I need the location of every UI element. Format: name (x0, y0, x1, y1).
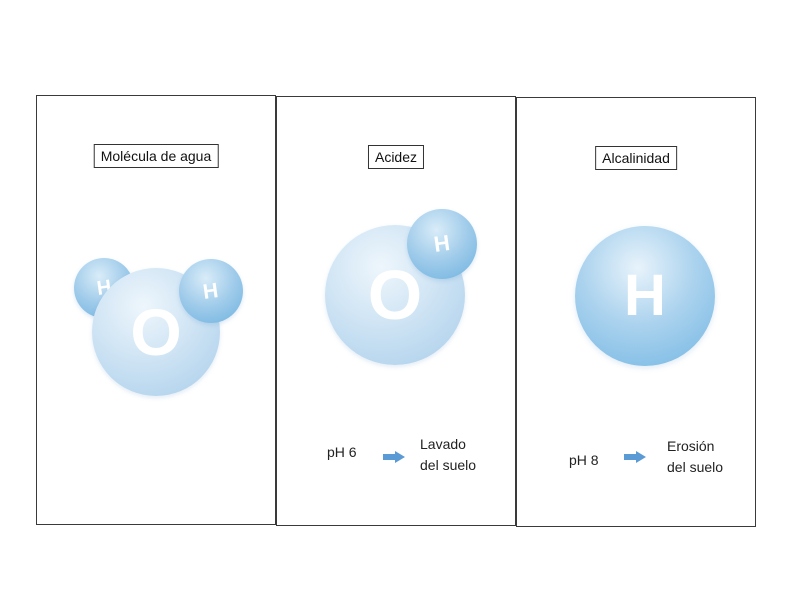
ph-label: pH 8 (569, 452, 599, 468)
atom-symbol: H (624, 263, 666, 328)
panel-water-molecule: Molécula de agua H O H (36, 95, 276, 525)
hydrogen-atom: H (407, 209, 477, 279)
atom-symbol: O (367, 256, 423, 334)
hydrogen-atom: H (575, 226, 715, 366)
effect-line-1: Lavado (420, 436, 466, 452)
effect-text: Lavado del suelo (420, 434, 476, 476)
atom-symbol: H (201, 278, 221, 304)
effect-line-2: del suelo (420, 457, 477, 473)
panel-alkalinity: Alcalinidad H pH 8 Erosión del suelo (516, 97, 756, 527)
panel-title: Acidez (367, 145, 425, 169)
panel-title: Molécula de agua (93, 144, 219, 168)
effect-line-2: del suelo (667, 459, 724, 475)
effect-text: Erosión del suelo (667, 436, 723, 478)
effect-line-1: Erosión (667, 438, 715, 454)
right-arrow-icon (624, 451, 646, 463)
panel-title: Alcalinidad (595, 146, 677, 170)
atom-symbol: H (432, 230, 452, 257)
panel-acidity: Acidez O H pH 6 Lavado del suelo (276, 96, 516, 526)
atom-symbol: O (130, 295, 182, 369)
right-arrow-icon (383, 451, 405, 463)
ph-value: pH 6 (327, 444, 357, 460)
hydrogen-atom-right: H (179, 259, 243, 323)
ph-label: pH 6 (327, 444, 357, 460)
ph-value: pH 8 (569, 452, 599, 468)
